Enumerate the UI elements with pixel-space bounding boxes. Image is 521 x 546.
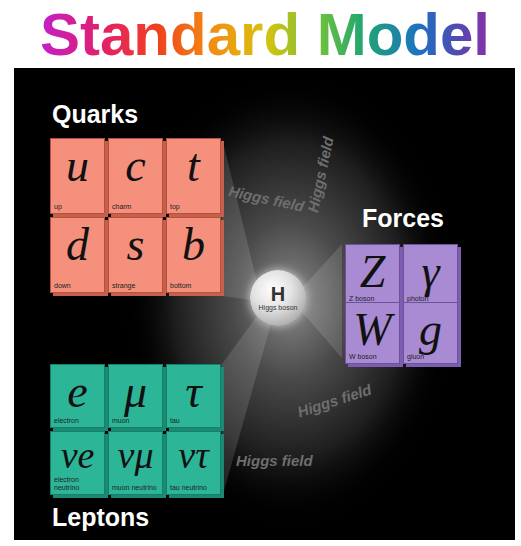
- field-watermark: Higgs field: [236, 452, 313, 469]
- light-beam: [302, 244, 342, 358]
- particle-box: t top: [166, 138, 221, 214]
- particle-symbol: t: [170, 143, 217, 189]
- particle-symbol: ντ: [170, 436, 217, 474]
- particle-symbol: b: [170, 222, 217, 268]
- particle-name: top: [170, 203, 217, 211]
- particle-box: u up: [50, 138, 105, 214]
- particle-name: up: [54, 203, 101, 211]
- particle-name: gluon: [407, 353, 454, 361]
- particle-box: d down: [50, 217, 105, 293]
- particle-name: down: [54, 282, 101, 290]
- particle-box: WW boson: [345, 302, 400, 364]
- particle-symbol: H: [271, 284, 285, 304]
- particle-box: μ muon: [108, 364, 163, 428]
- particle-box: τ tau: [166, 364, 221, 428]
- higgs-sphere: HHiggs boson: [250, 270, 306, 326]
- particle-box: νe electron neutrino: [50, 431, 105, 495]
- particle-symbol: Z: [349, 249, 396, 295]
- light-beam: [222, 312, 272, 498]
- field-watermark: Higgs field: [304, 135, 337, 214]
- particle-symbol: c: [112, 143, 159, 189]
- particle-box: γphoton: [403, 244, 458, 306]
- particle-symbol: u: [54, 143, 101, 189]
- group-heading: Forces: [362, 204, 444, 232]
- particle-box: b bottom: [166, 217, 221, 293]
- particle-name: Higgs boson: [259, 304, 298, 312]
- particle-symbol: μ: [112, 369, 159, 415]
- particle-name: electron: [54, 417, 101, 425]
- particle-name: tau neutrino: [170, 484, 217, 492]
- particle-symbol: W: [349, 307, 396, 353]
- particle-symbol: νe: [54, 436, 101, 474]
- particle-box: e electron: [50, 364, 105, 428]
- particle-name: muon: [112, 417, 159, 425]
- particle-symbol: s: [112, 222, 159, 268]
- particle-name: charm: [112, 203, 159, 211]
- particle-box: ZZ boson: [345, 244, 400, 306]
- particle-name: electron neutrino: [54, 476, 101, 492]
- black-panel: [14, 68, 515, 540]
- particle-symbol: νμ: [112, 436, 159, 474]
- particle-box: ggluon: [403, 302, 458, 364]
- particle-box: νμ muon neutrino: [108, 431, 163, 495]
- particle-symbol: e: [54, 369, 101, 415]
- diagram-title: Standard Model: [40, 2, 490, 68]
- particle-box: ντ tau neutrino: [166, 431, 221, 495]
- particle-box: s strange: [108, 217, 163, 293]
- particle-symbol: d: [54, 222, 101, 268]
- field-watermark: Higgs field: [227, 182, 306, 215]
- particle-symbol: τ: [170, 369, 217, 415]
- particle-name: tau: [170, 417, 217, 425]
- field-watermark: Higgs field: [295, 381, 373, 421]
- particle-name: bottom: [170, 282, 217, 290]
- group-heading: Quarks: [52, 100, 138, 128]
- group-heading: Leptons: [52, 503, 149, 531]
- particle-box: c charm: [108, 138, 163, 214]
- particle-symbol: γ: [407, 249, 454, 295]
- particle-name: muon neutrino: [112, 484, 159, 492]
- particle-name: W boson: [349, 353, 396, 361]
- particle-name: strange: [112, 282, 159, 290]
- particle-symbol: g: [407, 307, 454, 353]
